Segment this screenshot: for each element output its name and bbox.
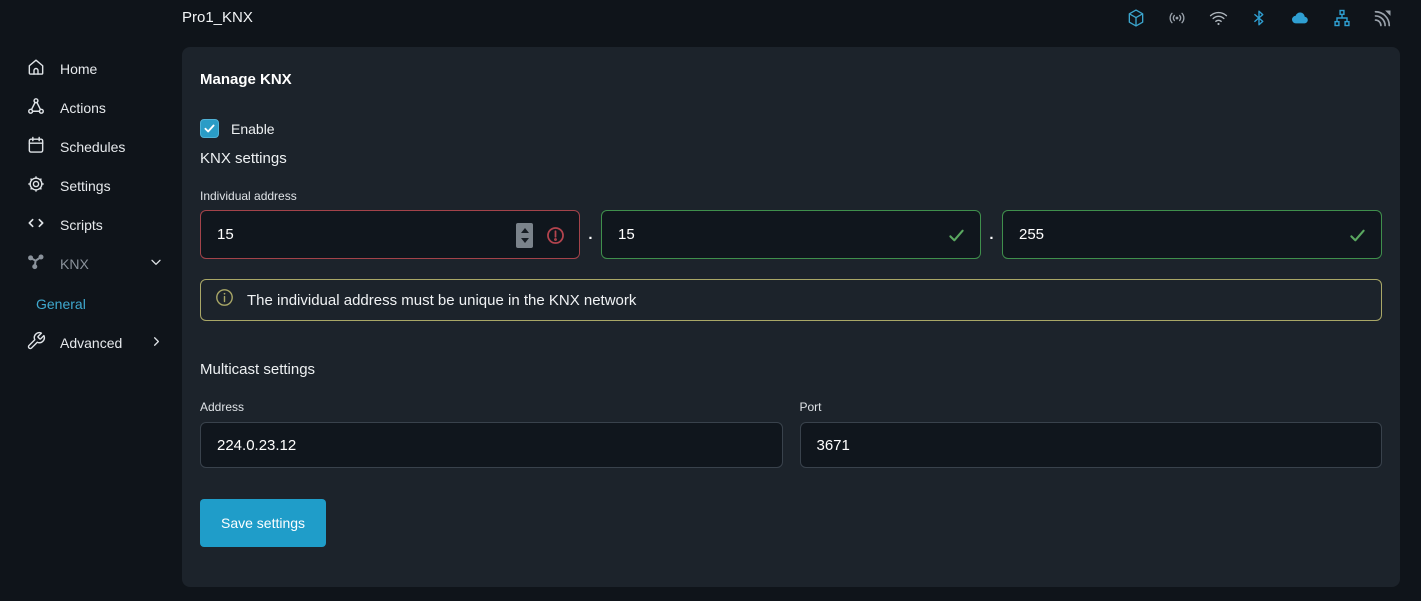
sidebar-item-actions[interactable]: Actions [0, 88, 182, 127]
enable-label: Enable [231, 120, 275, 137]
sidebar-item-label: KNX [60, 255, 89, 272]
sidebar-item-label: Scripts [60, 216, 103, 233]
sidebar-item-advanced[interactable]: Advanced [0, 323, 182, 362]
lan-icon [1332, 8, 1352, 28]
multicast-address-input[interactable] [200, 422, 783, 468]
enable-checkbox[interactable] [200, 119, 219, 138]
sidebar-item-label: Settings [60, 177, 111, 194]
stepper-down-icon[interactable] [520, 238, 529, 243]
stepper-up-icon[interactable] [520, 228, 529, 233]
error-icon [545, 225, 566, 251]
individual-address-row: . . [200, 210, 1382, 259]
sidebar-item-home[interactable]: Home [0, 49, 182, 88]
info-message: The individual address must be unique in… [247, 291, 637, 309]
number-stepper[interactable] [516, 223, 533, 248]
sidebar-item-settings[interactable]: Settings [0, 166, 182, 205]
chevron-down-icon [148, 254, 164, 273]
code-icon [26, 213, 46, 236]
address-separator: . [989, 226, 994, 243]
multicast-settings-heading: Multicast settings [200, 361, 316, 378]
multicast-port-input[interactable] [799, 422, 1382, 468]
address-segment-3 [1002, 210, 1382, 259]
info-banner: The individual address must be unique in… [200, 279, 1382, 321]
panel-heading: Manage KNX [200, 71, 292, 88]
wifi-icon [1208, 8, 1229, 28]
sidebar-item-general[interactable]: General [0, 286, 182, 322]
sidebar-item-label: Advanced [60, 334, 123, 351]
topbar: Pro1_KNX [0, 0, 1421, 47]
enable-row: Enable [200, 119, 1382, 138]
sidebar-item-schedules[interactable]: Schedules [0, 127, 182, 166]
cube-icon [1126, 8, 1146, 28]
address-segment-1 [200, 210, 580, 259]
gear-icon [26, 174, 46, 197]
info-icon [214, 287, 235, 313]
page-title: Pro1_KNX [182, 9, 253, 26]
address-separator: . [588, 226, 593, 243]
knx-settings-label: KNX settings [200, 150, 287, 167]
cast-icon [1373, 8, 1393, 28]
bluetooth-icon [1250, 8, 1268, 28]
multicast-address-field: Address [200, 400, 783, 468]
sidebar-item-label: Schedules [60, 138, 126, 155]
port-label: Port [799, 400, 822, 414]
multicast-port-field: Port [799, 400, 1382, 468]
knx-nodes-icon [26, 252, 46, 275]
multicast-fields-row: Address Port [200, 400, 1382, 468]
sidebar-item-scripts[interactable]: Scripts [0, 205, 182, 244]
sidebar-item-knx[interactable]: KNX [0, 244, 182, 283]
wrench-icon [26, 331, 46, 354]
address-segment-1-input[interactable] [201, 226, 579, 243]
status-icon-tray [1126, 8, 1393, 28]
chevron-right-icon [149, 334, 164, 352]
broadcast-icon [1167, 8, 1187, 28]
valid-check-icon [1347, 225, 1368, 251]
manage-knx-panel: Manage KNX Enable KNX settings Individua… [182, 47, 1400, 587]
cloud-icon [1289, 8, 1311, 28]
calendar-icon [26, 135, 46, 158]
actions-icon [26, 96, 46, 119]
home-icon [26, 57, 46, 80]
save-settings-button[interactable]: Save settings [200, 499, 327, 547]
sidebar-item-label: Actions [60, 99, 106, 116]
address-segment-3-input[interactable] [1003, 226, 1381, 243]
individual-address-label: Individual address [200, 189, 297, 203]
valid-check-icon [946, 225, 967, 251]
sidebar: Home Actions Schedules Settings [0, 47, 182, 601]
address-label: Address [200, 400, 245, 414]
sidebar-subitem-label: General [36, 296, 86, 312]
sidebar-item-label: Home [60, 60, 98, 77]
address-segment-2-input[interactable] [602, 226, 980, 243]
address-segment-2 [601, 210, 981, 259]
